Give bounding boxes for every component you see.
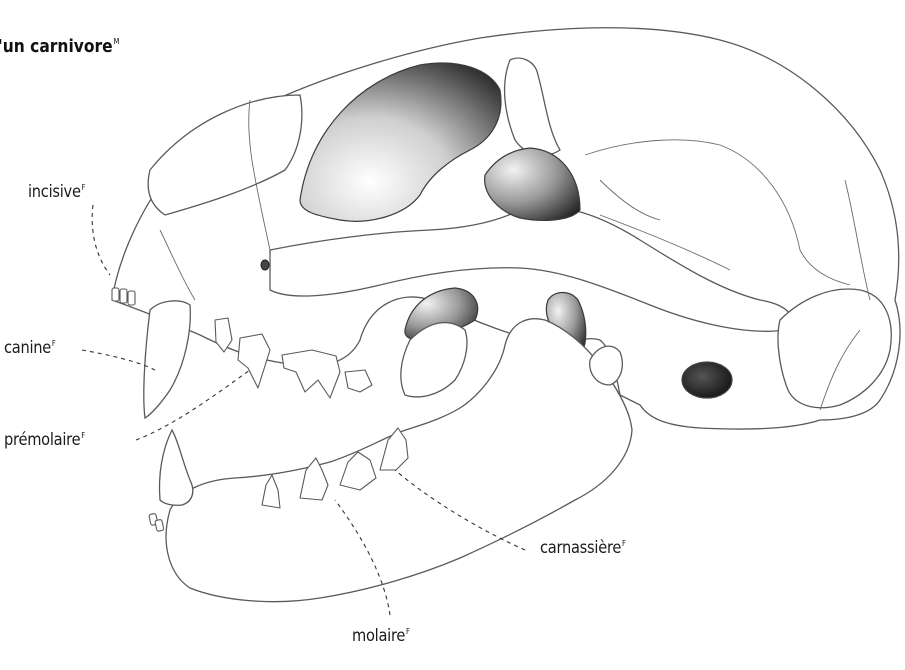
label-canine: canineF — [4, 338, 56, 358]
label-premolaire-text: prémolaire — [4, 430, 80, 450]
upper-premolar-2 — [238, 334, 270, 388]
label-canine-text: canine — [4, 338, 51, 358]
gender-marker: M — [113, 37, 119, 46]
upper-canine — [144, 301, 191, 418]
ear-opening — [682, 362, 732, 398]
gender-marker: F — [52, 339, 56, 348]
label-premolaire: prémolaireF — [4, 430, 85, 450]
leader-incisive — [92, 205, 110, 275]
upper-incisor-3 — [128, 291, 135, 305]
gender-marker: F — [81, 431, 85, 440]
lower-incisor-2 — [155, 519, 164, 531]
gender-marker: F — [622, 539, 626, 548]
upper-incisor-1 — [112, 288, 119, 301]
diagram-title: 'un carnivoreM — [0, 36, 119, 57]
infraorbital-foramen — [261, 260, 269, 270]
lower-canine — [160, 430, 193, 505]
gender-marker: F — [82, 183, 86, 192]
diagram-title-text: 'un carnivore — [0, 36, 113, 57]
label-carnassiere-text: carnassière — [540, 538, 621, 558]
upper-molar — [345, 370, 372, 392]
upper-carnassial — [282, 350, 340, 398]
label-incisive-text: incisive — [28, 182, 81, 202]
label-incisive: incisiveF — [28, 182, 85, 202]
label-carnassiere: carnassièreF — [540, 538, 626, 558]
label-molaire-text: molaire — [352, 626, 405, 646]
gender-marker: F — [406, 627, 410, 636]
upper-incisor-2 — [120, 289, 127, 303]
label-molaire: molaireF — [352, 626, 410, 646]
